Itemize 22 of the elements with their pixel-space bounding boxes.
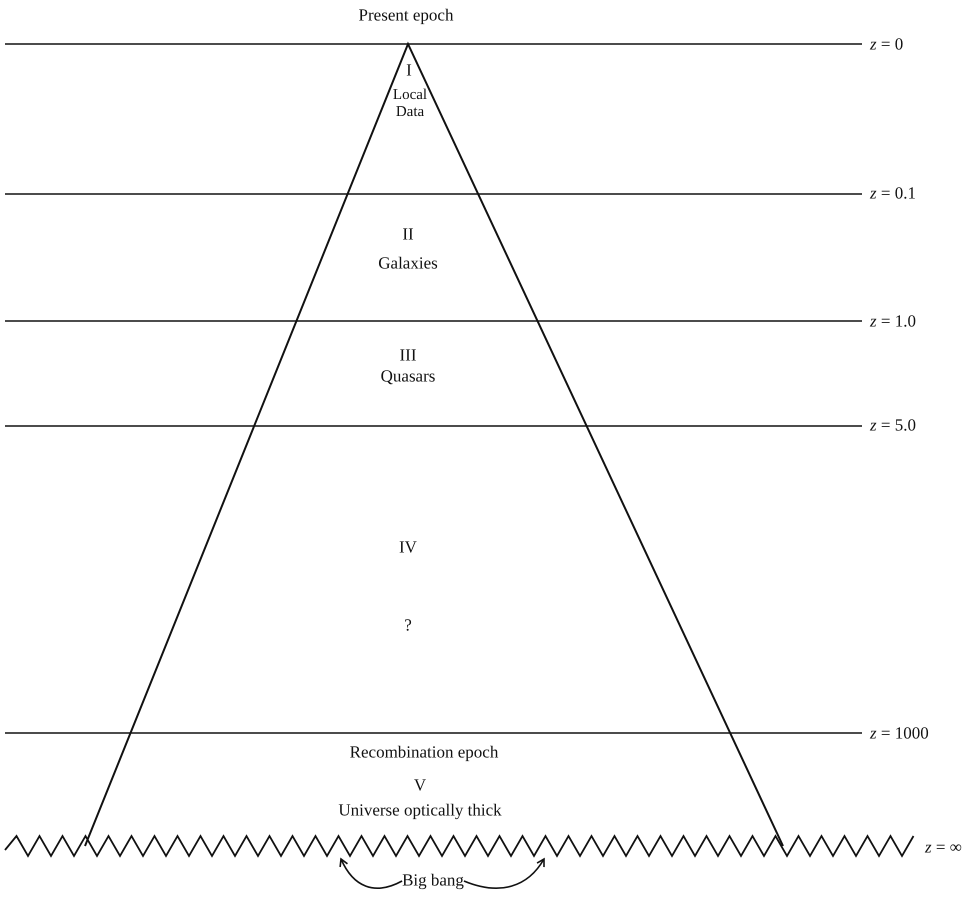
question-mark: ? [404,616,412,634]
redshift-label: z = 1.0 [870,312,916,330]
redshift-label: z = 0.1 [870,184,916,202]
curved-arrow [464,858,545,889]
zone-label: Quasars [380,366,436,386]
redshift-label: z = 0 [870,34,904,54]
zone-label: Galaxies [378,254,438,272]
epoch-label: Present epoch [358,6,454,24]
redshift-label: z = 5.0 [870,416,916,434]
zone-numeral: II [402,224,414,244]
zone-numeral: V [414,776,426,794]
big-bang-label: Big bang [402,870,464,890]
zigzag-line [4,834,914,858]
redshift-label: z = ∞ [925,838,962,856]
zone-label: Universe optically thick [338,800,502,820]
epoch-label: Recombination epoch [350,742,498,762]
zone-numeral: I [406,60,412,80]
redshift-label: z = 1000 [870,724,929,742]
curved-arrow [340,858,402,889]
zone-numeral: III [400,346,416,364]
zone-label: Local Data [392,87,428,121]
zone-numeral: IV [399,538,417,556]
